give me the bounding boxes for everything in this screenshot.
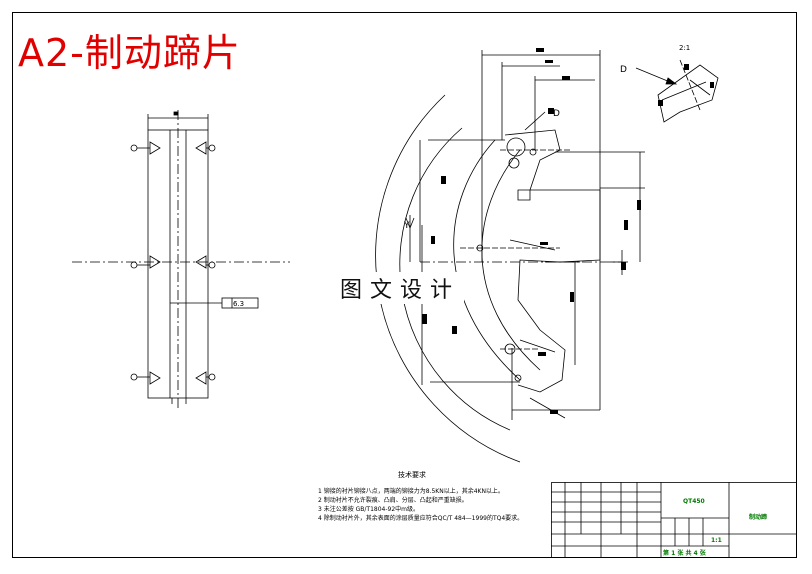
material-field: QT450: [683, 498, 705, 505]
note-item: 3 未注公差按 GB/T1804-92中m级。: [318, 506, 419, 513]
watermark-text: 图文设计: [336, 272, 465, 304]
title-block: QT450 制动蹄 1:1 第 1 张 共 4 张: [551, 482, 797, 558]
notes-heading: 技术要求: [398, 471, 426, 479]
technical-notes: 1 铆接的衬片铆接八点，两端的铆接力为8.5KN以上，其余4KN以上。 2 制动…: [318, 487, 523, 523]
front-view: [375, 50, 645, 463]
side-view: [72, 110, 290, 410]
drawing-frame: [12, 12, 797, 558]
sheet-field: 第 1 张 共 4 张: [663, 550, 706, 557]
roughness-value: 6.3: [233, 300, 244, 308]
label-d: D: [553, 109, 560, 119]
detail-scale: 2:1: [679, 44, 690, 52]
part-name-field: 制动蹄: [749, 514, 768, 521]
label-d-leader: D: [620, 65, 627, 75]
note-item: 1 铆接的衬片铆接八点，两端的铆接力为8.5KN以上，其余4KN以上。: [318, 488, 504, 495]
note-item: 2 制动衬片不允许裂痕、凸肩、分层、凸起和严重缺损。: [318, 497, 468, 504]
note-item: 4 除制动衬片外，其余表面的涂层质量应符合QC/T 484—1999的TQ4要求…: [318, 515, 524, 522]
scale-field: 1:1: [711, 537, 722, 544]
y-mark: Y: [403, 221, 410, 231]
drawing-title: A2-制动蹄片: [18, 31, 241, 75]
detail-view-d: [635, 59, 719, 123]
